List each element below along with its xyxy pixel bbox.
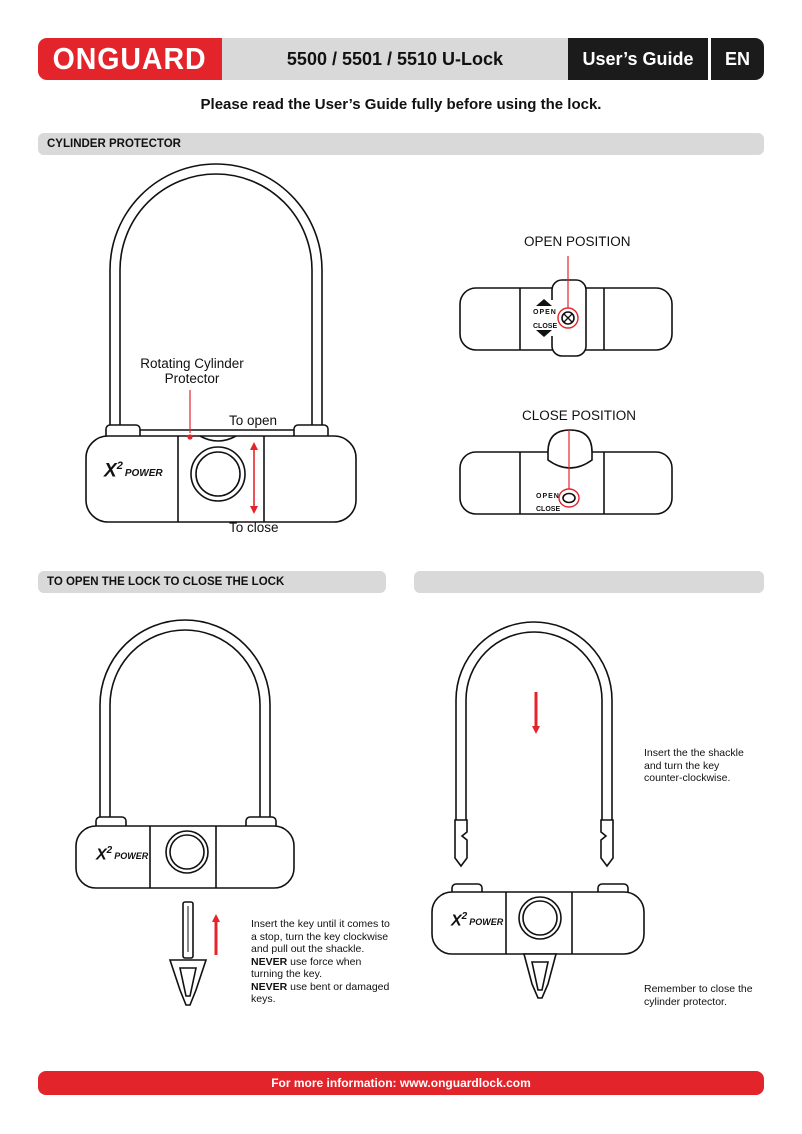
section-bar-blank [414,571,764,593]
model-title: 5500 / 5501 / 5510 U-Lock [222,38,568,80]
rotating-cylinder-label: Rotating Cylinder Protector [140,356,244,386]
insert-instructions: Insert the the shackle and turn the key … [644,747,744,784]
indicator-dot [187,434,193,440]
stamp-close-2: CLOSE [536,506,561,513]
remember-instructions: Remember to close the cylinder protector… [644,983,753,1008]
stamp-close-1: CLOSE [533,323,558,330]
section-bar-cylinder-protector: CYLINDER PROTECTOR [38,133,764,155]
open-position-label: OPEN POSITION [524,234,631,249]
ulock-illustration-main [85,163,357,523]
shackle [109,163,323,431]
to-close-label: To close [229,520,279,535]
brand-logo: ONGUARD [38,38,222,80]
close-position-label: CLOSE POSITION [522,408,637,423]
guide-title: User’s Guide [568,38,708,80]
cylinder-protector [190,446,246,502]
ulock-illustration-close [431,621,645,999]
brand-name: ONGUARD [53,41,207,76]
stamp-open-1: OPEN [533,309,557,316]
page-header: ONGUARD 5500 / 5501 / 5510 U-Lock User’s… [38,38,764,80]
open-position-detail [459,279,673,357]
footer-info: For more information: www.onguardlock.co… [38,1071,764,1095]
to-open-label: To open [229,413,278,428]
ulock-illustration-open [75,619,295,1006]
open-instructions: Insert the key until it comes to a stop,… [251,918,390,1005]
intro-text: Please read the User’s Guide fully befor… [200,96,602,113]
x2-power-badge-close: X2POWER [451,911,504,930]
close-position-detail [459,429,673,515]
section-bar-open-close: TO OPEN THE LOCK TO CLOSE THE LOCK [38,571,386,593]
stamp-open-2: OPEN [536,493,560,500]
language-badge: EN [711,38,764,80]
x2-power-badge-main: X2POWER [104,460,163,482]
x2-power-badge-open: X2POWER [96,845,149,864]
